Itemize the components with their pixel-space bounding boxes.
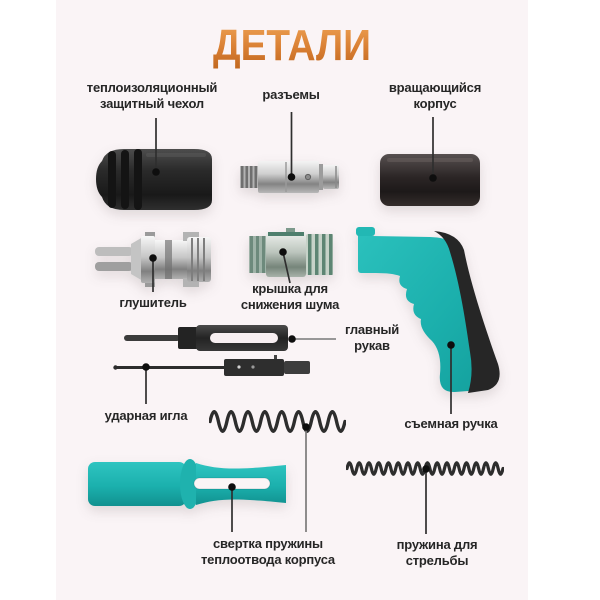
heat-coil-sleeve-image	[86, 458, 288, 510]
shooting-spring-label: пружина для стрельбы	[396, 537, 478, 568]
title-text: ДЕТАЛИ	[213, 21, 371, 70]
silencer-label: глушитель	[119, 295, 187, 310]
shooting-spring-image	[346, 455, 504, 484]
silencer-part-image	[87, 232, 213, 288]
page-title: ДЕТАЛИ	[192, 12, 392, 74]
main-sleeve-label: главный рукав	[344, 322, 400, 353]
striker-needle-part-image	[112, 354, 312, 380]
cover-label: теплоизоляционный защитный чехол	[86, 80, 218, 111]
noise-cap-part-image	[248, 228, 334, 280]
main-sleeve-part-image	[124, 324, 292, 352]
noise-cap-label: крышка для снижения шума	[240, 281, 340, 312]
removable-handle-part-image	[356, 224, 514, 396]
striker-needle-label: ударная игла	[104, 408, 188, 423]
cover-part-image	[94, 147, 214, 212]
title-art: ДЕТАЛИ	[213, 21, 371, 70]
rotating-body-label: вращающийся корпус	[388, 80, 482, 111]
removable-handle-label: съемная ручка	[404, 416, 498, 431]
connectors-label: разъемы	[262, 87, 320, 102]
rotating-body-part-image	[379, 153, 481, 207]
heat-coil-label: свертка пружины теплоотвода корпуса	[201, 536, 335, 567]
heat-coil-spring-image	[209, 400, 346, 445]
connectors-part-image	[239, 160, 341, 194]
